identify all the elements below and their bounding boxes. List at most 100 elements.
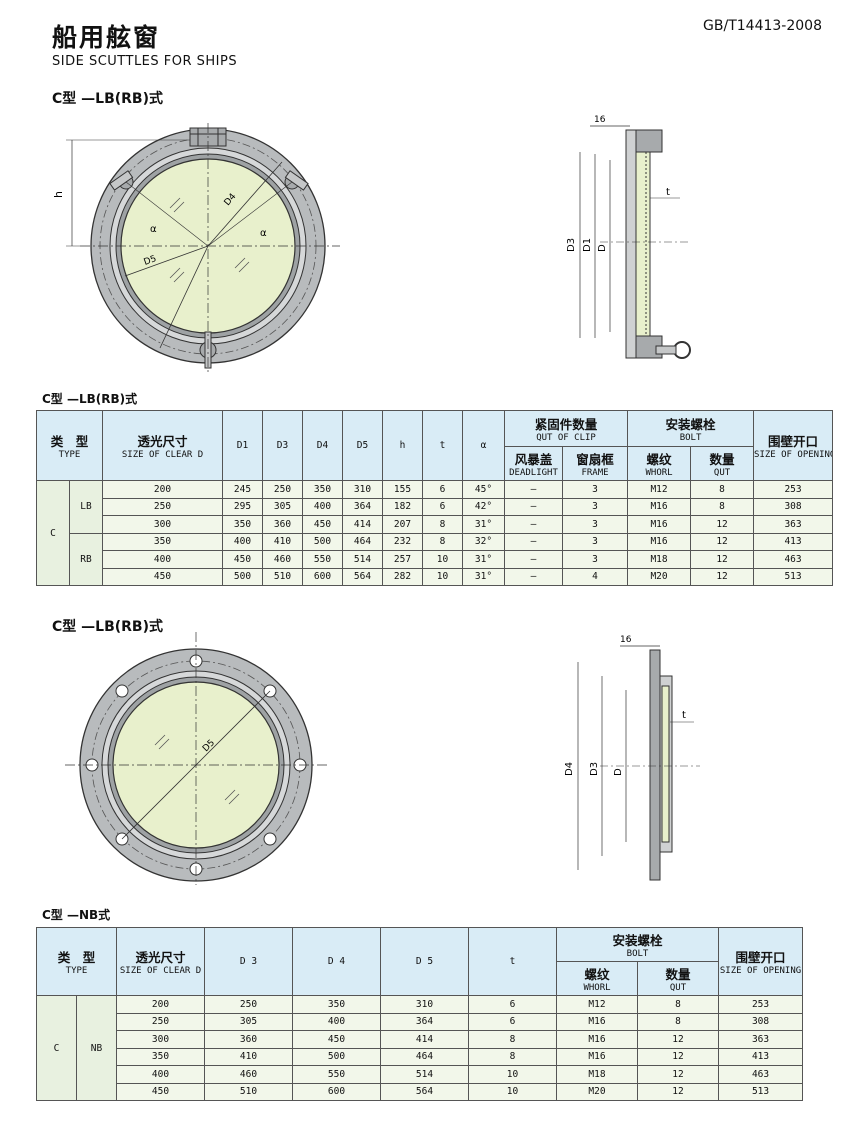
table-cell: 414 <box>342 515 384 534</box>
table-cell: 250 <box>102 497 224 516</box>
col-d5: D5 <box>342 410 384 481</box>
table-cell: 10 <box>422 567 464 586</box>
table-cell: M16 <box>627 515 692 534</box>
table-cell: 414 <box>380 1030 470 1049</box>
table-cell: M16 <box>556 1047 639 1066</box>
table-cell: — <box>504 550 564 569</box>
table-cell: 200 <box>116 995 206 1014</box>
table-cell: 460 <box>204 1065 294 1084</box>
table-cell: 413 <box>718 1047 804 1066</box>
table-cell: 364 <box>342 497 384 516</box>
table-cell: 31° <box>462 567 506 586</box>
table-cell: 250 <box>204 995 294 1014</box>
table-cell: 257 <box>382 550 424 569</box>
page-subtitle: SIDE SCUTTLES FOR SHIPS <box>52 54 238 69</box>
table-cell: 514 <box>342 550 384 569</box>
table-cell: — <box>504 532 564 551</box>
scuttle-front-view-lb: h D4 D5 α α <box>52 123 340 373</box>
table-cell: 514 <box>380 1065 470 1084</box>
table-cell: 350 <box>302 480 344 499</box>
table-cell: M12 <box>556 995 639 1014</box>
table-cell: 450 <box>302 515 344 534</box>
table-cell: 12 <box>690 567 755 586</box>
table-cell: 8 <box>468 1047 558 1066</box>
table-cell: — <box>504 497 564 516</box>
dim-d1-label: D1 <box>582 238 593 252</box>
table-cell: 207 <box>382 515 424 534</box>
dim-d-label-2: D <box>613 768 624 776</box>
table-cell: 253 <box>718 995 804 1014</box>
table-cell: 8 <box>637 995 720 1014</box>
table-cell: M16 <box>627 532 692 551</box>
table-cell: 8 <box>690 497 755 516</box>
dim-d-label: D <box>597 244 608 252</box>
type-group-cell: C <box>36 995 77 1101</box>
standard-number: GB/T14413-2008 <box>703 18 822 34</box>
col-d4: D4 <box>302 410 344 481</box>
scuttle-front-view-nb: D5 <box>65 632 330 885</box>
col-alpha: α <box>462 410 506 481</box>
table-cell: 450 <box>102 567 224 586</box>
subtype-cell: LB <box>68 480 104 534</box>
col-d3: D3 <box>262 410 304 481</box>
table-cell: 410 <box>262 532 304 551</box>
col-t: t <box>422 410 464 481</box>
table-cell: 31° <box>462 550 506 569</box>
dim-d4-label-2: D4 <box>564 762 575 776</box>
table-cell: 600 <box>302 567 344 586</box>
table2-caption: C型 —NB式 <box>42 908 111 922</box>
table-cell: 12 <box>690 550 755 569</box>
table-cell: 32° <box>462 532 506 551</box>
col-d1: D1 <box>222 410 264 481</box>
table-cell: 400 <box>116 1065 206 1084</box>
table-cell: M16 <box>556 1012 639 1031</box>
table-cell: 12 <box>637 1047 720 1066</box>
subtype-cell: RB <box>68 532 104 586</box>
table-cell: 12 <box>637 1030 720 1049</box>
table-cell: 8 <box>422 532 464 551</box>
dim-16-label-2: 16 <box>620 635 632 645</box>
table-cell: 310 <box>380 995 470 1014</box>
table-cell: 564 <box>380 1082 470 1101</box>
table-cell: M18 <box>556 1065 639 1084</box>
table-cell: 513 <box>718 1082 804 1101</box>
table-cell: 305 <box>204 1012 294 1031</box>
table-cell: 250 <box>262 480 304 499</box>
table-cell: 250 <box>116 1012 206 1031</box>
col-t-2: t <box>468 927 558 996</box>
table-cell: 8 <box>422 515 464 534</box>
table-cell: 500 <box>302 532 344 551</box>
table-cell: 400 <box>292 1012 382 1031</box>
table-cell: 3 <box>562 550 629 569</box>
table-cell: 450 <box>222 550 264 569</box>
table-cell: 308 <box>753 497 834 516</box>
table-cell: 600 <box>292 1082 382 1101</box>
table-cell: 510 <box>204 1082 294 1101</box>
table-cell: 305 <box>262 497 304 516</box>
dim-t-label-2: t <box>682 710 686 721</box>
table-cell: 6 <box>468 995 558 1014</box>
scuttle-side-section-lb: D3 D1 D 16 t <box>566 115 691 359</box>
table-cell: 295 <box>222 497 264 516</box>
table-cell: 6 <box>422 497 464 516</box>
table-cell: 400 <box>302 497 344 516</box>
table-cell: 550 <box>292 1065 382 1084</box>
